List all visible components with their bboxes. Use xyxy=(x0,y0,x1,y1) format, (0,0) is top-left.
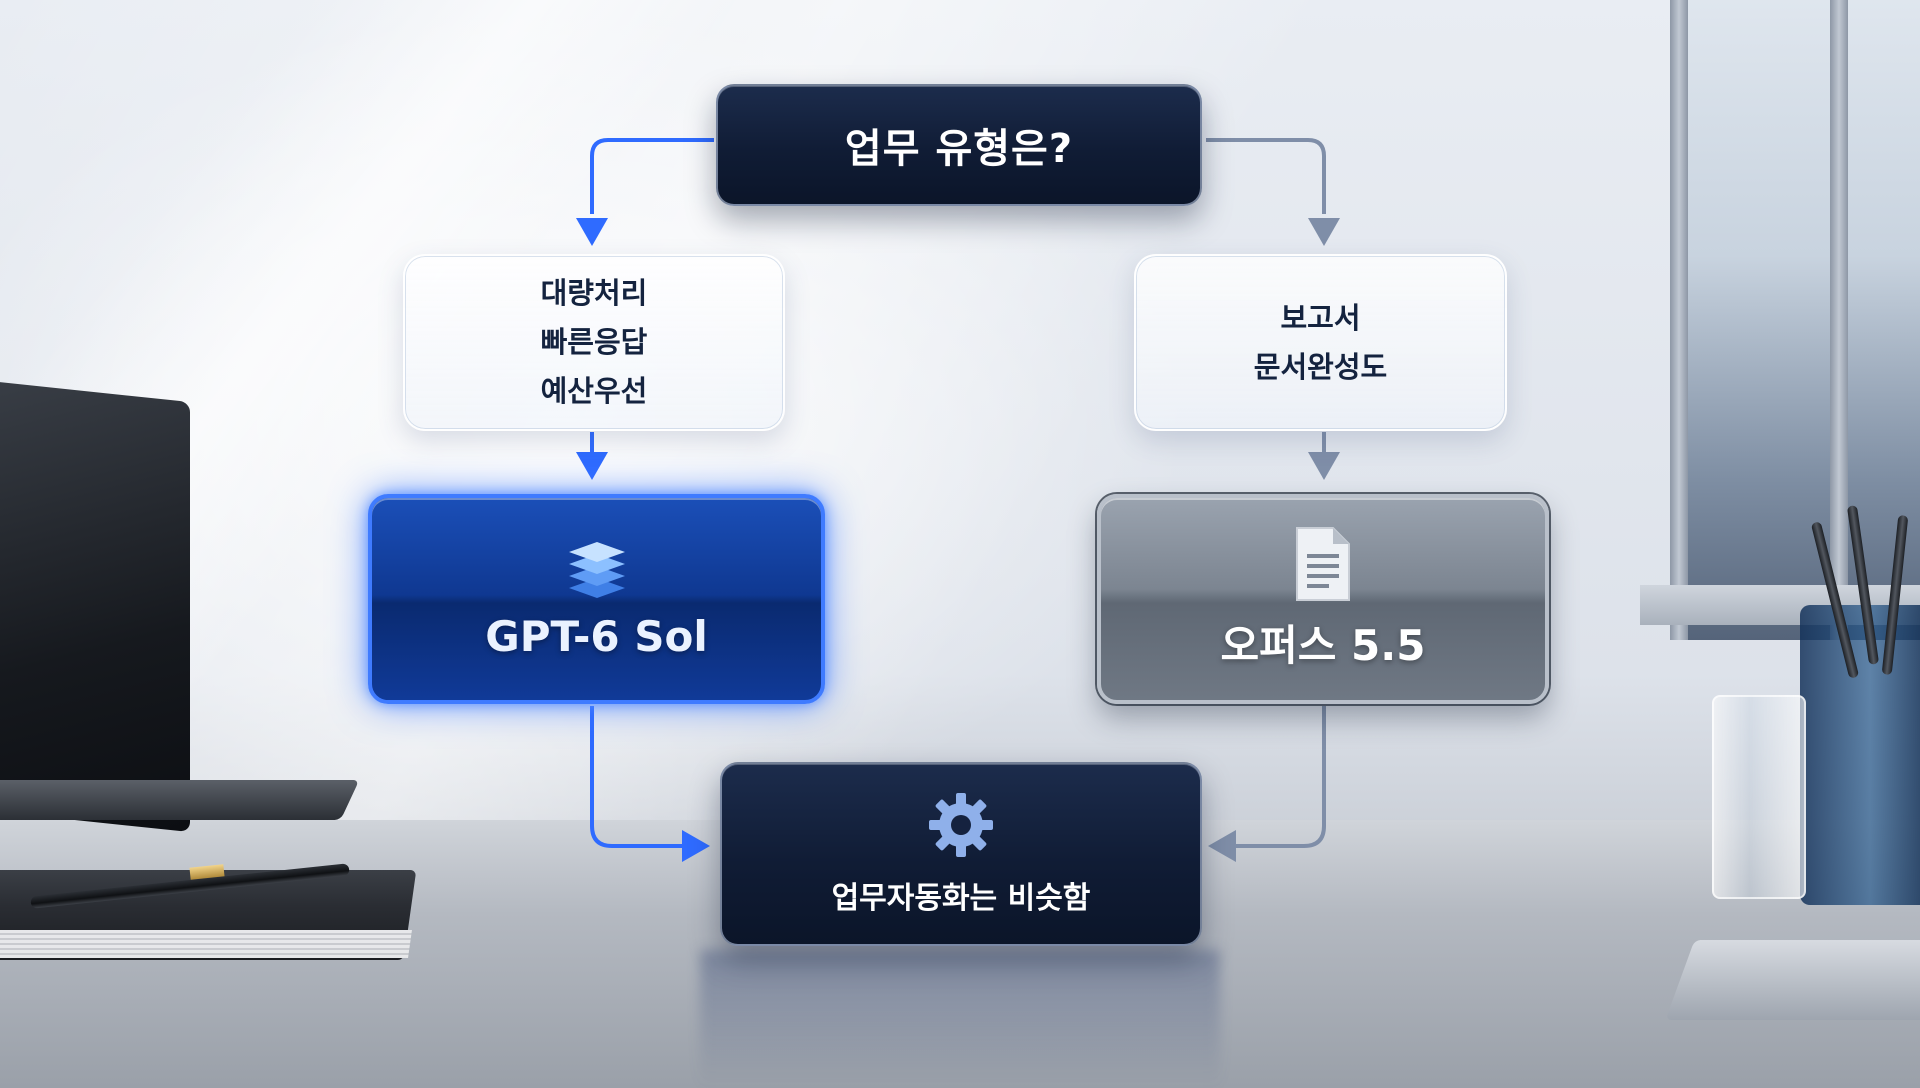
right-criteria-node: 보고서 문서완성도 xyxy=(1134,254,1507,431)
right-model-label: 오퍼스 5.5 xyxy=(1220,620,1426,670)
arrowhead-result-left xyxy=(682,830,710,862)
arrowhead-right-criteria xyxy=(1308,218,1340,246)
left-criteria-line: 대량처리 xyxy=(540,276,648,310)
arrowhead-left-model xyxy=(576,452,608,480)
window-frame-left xyxy=(1670,0,1688,640)
office-window xyxy=(1670,0,1920,640)
window-frame-mid xyxy=(1830,0,1848,640)
right-criteria-line: 보고서 xyxy=(1280,300,1361,335)
desk-reflection xyxy=(700,950,1220,1088)
connector-right-model-to-result xyxy=(1234,706,1326,848)
arrowhead-right-model xyxy=(1308,452,1340,480)
left-criteria-node: 대량처리 빠른응답 예산우선 xyxy=(403,254,785,431)
water-glass xyxy=(1712,695,1806,899)
connector-question-to-left-criteria xyxy=(590,138,714,214)
left-criteria-line: 예산우선 xyxy=(540,374,648,408)
left-model-label: GPT-6 Sol xyxy=(485,611,708,661)
arrowhead-result-right xyxy=(1208,830,1236,862)
left-model-node: GPT-6 Sol xyxy=(368,494,825,704)
connector-left-model-to-result xyxy=(590,706,684,848)
gear-icon xyxy=(929,793,993,857)
document-icon xyxy=(1296,526,1350,601)
right-criteria-line: 문서완성도 xyxy=(1253,349,1388,384)
left-criteria-line: 빠른응답 xyxy=(540,325,648,359)
stacked-layers-icon xyxy=(568,541,625,598)
question-node: 업무 유형은? xyxy=(716,84,1202,206)
pencil-cup xyxy=(1800,605,1920,905)
question-label: 업무 유형은? xyxy=(844,126,1074,172)
arrowhead-left-criteria xyxy=(576,218,608,246)
result-node: 업무자동화는 비슷함 xyxy=(720,762,1202,946)
connector-question-to-right-criteria xyxy=(1206,138,1326,214)
right-model-node: 오퍼스 5.5 xyxy=(1097,494,1549,704)
result-label: 업무자동화는 비슷함 xyxy=(831,881,1091,916)
